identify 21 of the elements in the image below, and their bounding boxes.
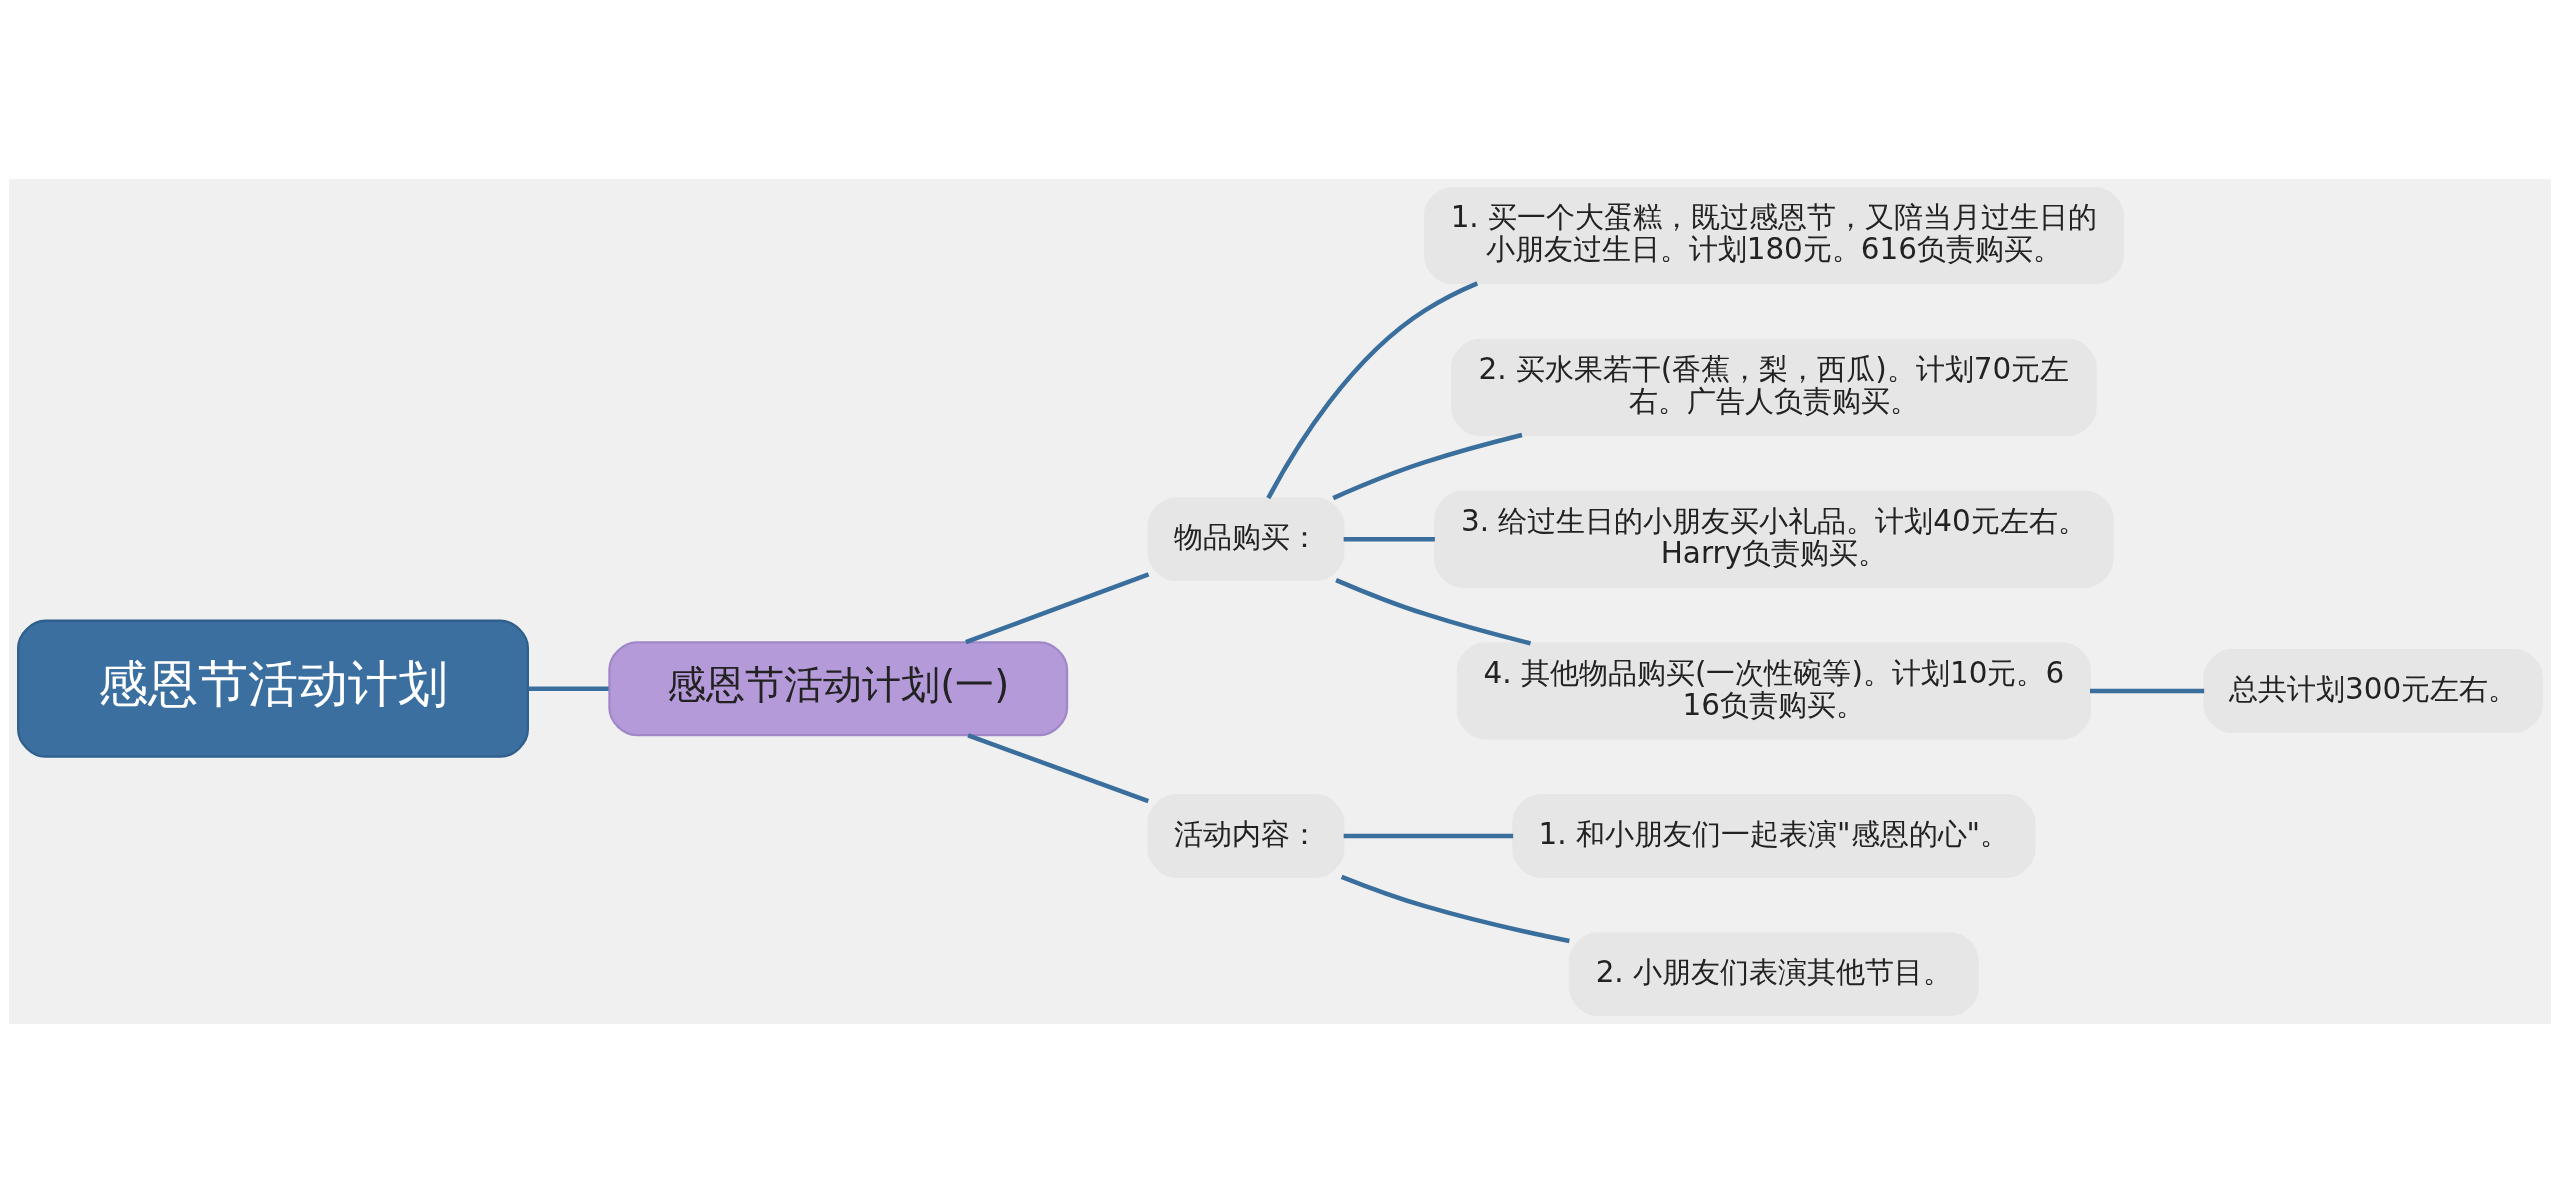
node-box: 4. 其他物品购买(一次性碗等)。计划10元。616负责购买。 xyxy=(1456,642,2092,740)
node-box: 2. 小朋友们表演其他节目。 xyxy=(1568,932,1979,1017)
connector xyxy=(1343,536,1435,542)
connector xyxy=(1340,874,1570,944)
node-box: 1. 买一个大蛋糕，既过感恩节，又陪当月过生日的小朋友过生日。计划180元。616负责购买。 xyxy=(1423,186,2124,285)
connector xyxy=(1266,281,1479,500)
connector xyxy=(967,733,1150,804)
connector xyxy=(528,686,609,691)
connector xyxy=(1335,577,1532,646)
node-box: 2. 买水果若干(香蕉，梨，西瓜)。计划70元左右。广告人负责购买。 xyxy=(1451,338,2097,437)
connector xyxy=(1343,833,1514,839)
node-box: 感恩节活动计划(一) xyxy=(608,641,1069,737)
node-box: 感恩节活动计划 xyxy=(17,619,529,758)
connector xyxy=(1332,432,1523,501)
node-box: 1. 和小朋友们一起表演"感恩的心"。 xyxy=(1512,794,2036,878)
connector xyxy=(2090,688,2205,694)
connector xyxy=(965,572,1150,645)
node-box: 物品购买： xyxy=(1147,497,1345,582)
node-box: 3. 给过生日的小朋友买小礼品。计划40元左右。Harry负责购买。 xyxy=(1434,490,2114,588)
node-box: 活动内容： xyxy=(1147,794,1345,878)
node-box: 总共计划300元左右。 xyxy=(2203,649,2543,733)
